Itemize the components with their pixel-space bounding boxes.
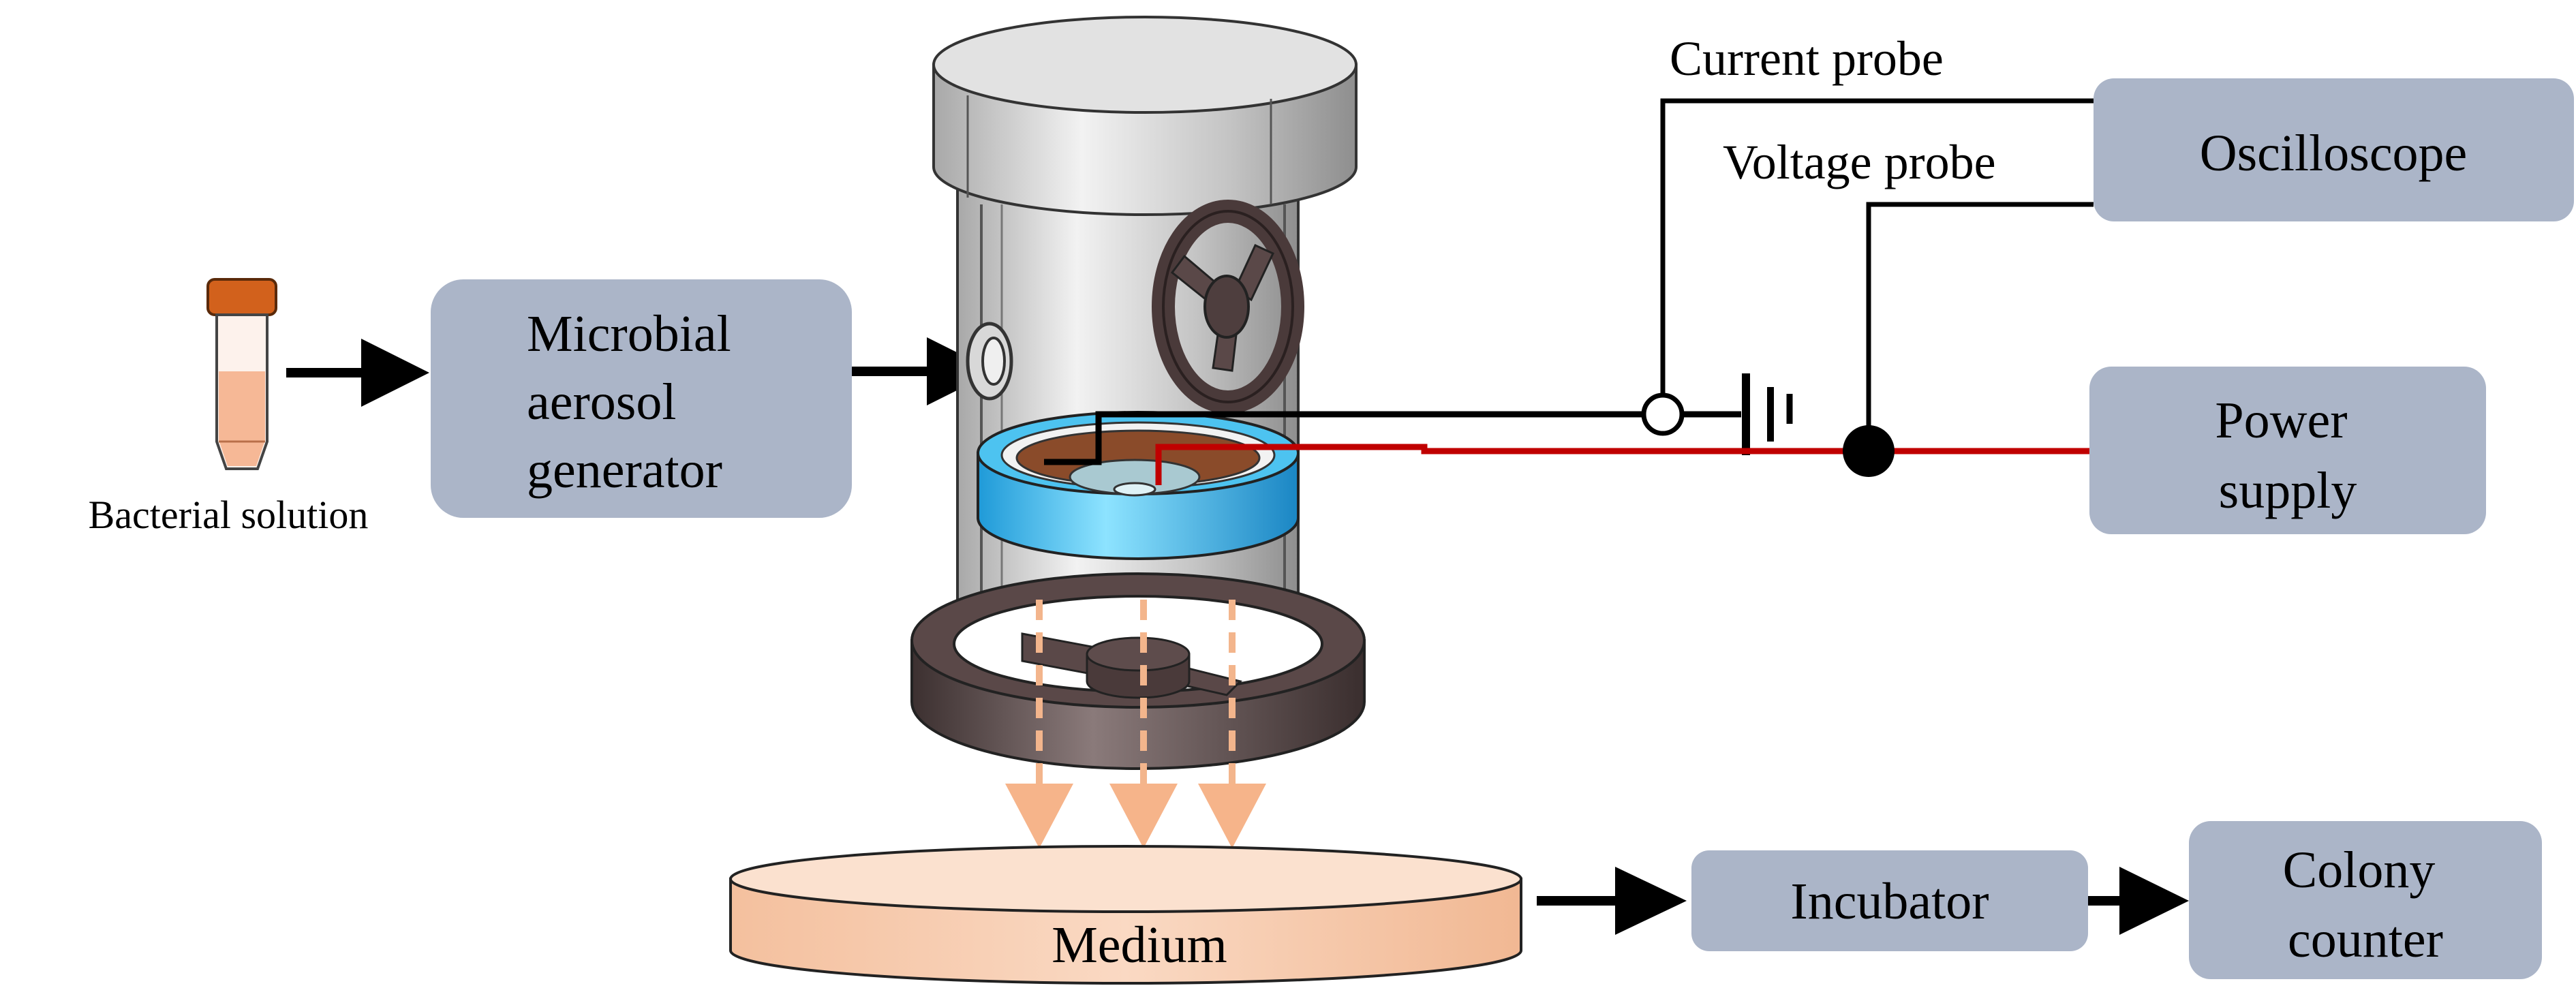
current-probe-wire	[1660, 98, 2094, 395]
power-supply-line-2: supply	[2219, 462, 2357, 519]
svg-text:Power supply: Power supply	[2215, 392, 2360, 519]
arrow-medium-to-incubator	[1537, 867, 1687, 935]
oscilloscope-box	[2094, 78, 2574, 221]
colony-counter-line-2: counter	[2288, 911, 2443, 968]
arrow-incubator-to-counter	[2088, 867, 2189, 935]
power-supply-line-1: Power	[2215, 392, 2347, 449]
aerosol-flow-arrows	[1005, 600, 1266, 848]
aerosol-generator-line-3: generator	[527, 442, 722, 499]
aerosol-generator-box: Microbial aerosol generator	[431, 279, 852, 518]
petri-dish	[729, 845, 1522, 985]
high-voltage-wire	[1155, 444, 2089, 485]
voltage-probe-label: Voltage probe	[1723, 135, 1996, 189]
svg-text:Colony counter: Colony counter	[2283, 842, 2449, 968]
ground-wire	[1044, 411, 1741, 465]
medium-label: Medium	[1052, 916, 1227, 974]
upper-fan-wheel	[1152, 200, 1304, 414]
test-tube-icon	[206, 278, 277, 470]
arrow-tube-to-generator	[286, 339, 429, 407]
power-supply-box: Power supply	[2089, 367, 2486, 534]
voltage-probe-wire	[1866, 202, 2094, 451]
current-probe-label: Current probe	[1670, 31, 1944, 86]
aerosol-generator-line-2: aerosol	[527, 373, 676, 431]
voltage-probe-node	[1843, 425, 1895, 477]
oscilloscope-label: Oscilloscope	[2200, 125, 2468, 182]
sampler-stand	[910, 572, 1366, 770]
incubator-box	[1691, 850, 2088, 951]
incubator-label: Incubator	[1790, 873, 1989, 930]
ground-symbol	[1742, 373, 1793, 455]
colony-counter-line-1: Colony	[2283, 842, 2436, 899]
current-probe-ring	[1641, 392, 1685, 436]
aerosol-generator-line-1: Microbial	[527, 305, 731, 362]
bacterial-solution-label: Bacterial solution	[89, 493, 369, 537]
dbd-reactor	[977, 411, 1300, 560]
colony-counter-box: Colony counter	[2189, 821, 2542, 979]
svg-text:Microbial aerosol: Microbial aerosol generator	[527, 305, 744, 499]
